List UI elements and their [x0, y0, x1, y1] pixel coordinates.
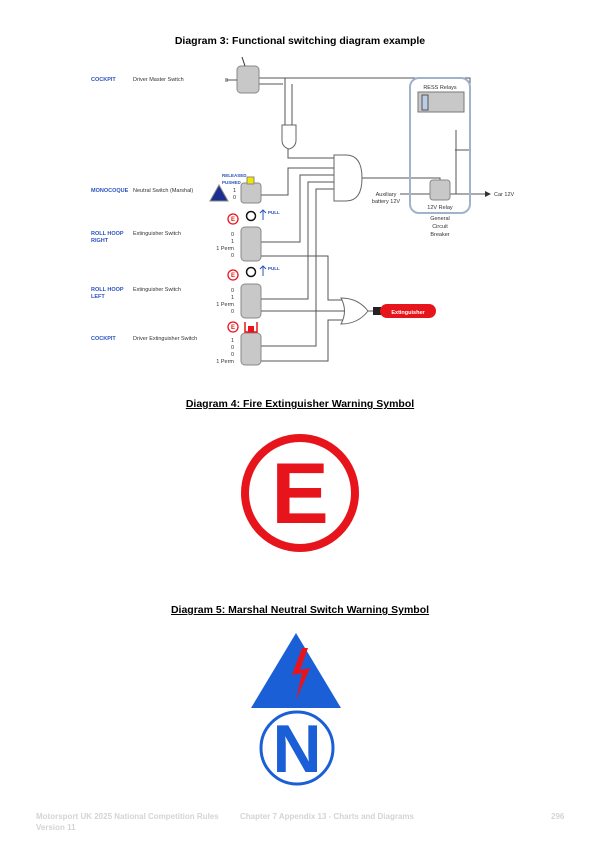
driver-extinguisher-switch — [240, 332, 262, 366]
position-label: 1 — [231, 338, 234, 344]
position-label: 0 — [231, 352, 234, 358]
ress-relays-label: RESS Relays — [423, 85, 457, 91]
position-label: 0 — [225, 78, 228, 84]
position-label: 0 — [231, 345, 234, 351]
pull-arrow-icon — [259, 209, 267, 220]
position-label: 0 — [233, 195, 236, 201]
ress-enclosure — [409, 77, 471, 214]
fire-extinguisher-letter: E — [271, 446, 328, 542]
e-mark-icon — [227, 213, 239, 225]
diagram4-title: Diagram 4: Fire Extinguisher Warning Sym… — [185, 398, 415, 410]
ress-relays-block — [417, 91, 465, 113]
relay-coil — [421, 94, 429, 111]
position-label: 0 — [231, 232, 234, 238]
pull-label: PULL — [268, 210, 280, 215]
location-label: ROLL HOOP — [91, 231, 124, 237]
lightning-icon — [292, 648, 310, 700]
switch-label: Driver Extinguisher Switch — [133, 336, 197, 342]
position-label: 1 Perm — [216, 302, 234, 308]
extinguisher-label: Extinguisher — [391, 310, 425, 316]
pull-ring — [245, 266, 257, 278]
position-label: 1 Perm — [216, 246, 234, 252]
extinguisher-nozzle — [373, 307, 381, 315]
gcb-label-2: Circuit — [432, 224, 448, 230]
extinguisher-bottle — [380, 304, 436, 318]
footer-page-number: 296 — [551, 812, 565, 821]
aux-battery-label-2: battery 12V — [372, 199, 400, 205]
footer-rules: Motorsport UK 2025 National Competition … — [36, 812, 219, 821]
footer-version: Version 11 — [36, 823, 76, 832]
gcb-label-1: General — [430, 216, 450, 222]
location-label: ROLL HOOP — [91, 287, 124, 293]
neutral-circle — [259, 710, 335, 786]
diagram3-title: Diagram 3: Functional switching diagram … — [174, 35, 426, 47]
switch-label: Extinguisher Switch — [133, 287, 181, 293]
neutral-switch — [240, 182, 262, 204]
e-mark-icon — [227, 321, 239, 333]
nor-gate — [281, 124, 297, 150]
pushed-label: PUSHED — [222, 180, 242, 185]
wires — [258, 77, 485, 362]
location-label: COCKPIT — [91, 77, 116, 83]
e-mark: E — [231, 325, 235, 331]
position-label: 0 — [231, 288, 234, 294]
12v-relay-block — [429, 179, 451, 201]
neutral-warning-icon — [209, 183, 229, 202]
arrow-icon — [485, 191, 491, 197]
pull-ring — [245, 210, 257, 222]
aux-battery-label-1: Auxiliary — [376, 192, 397, 198]
12v-relay-label: 12V Relay — [427, 205, 453, 211]
released-label: RELEASED — [222, 173, 247, 178]
position-label: 1 Perm — [216, 359, 234, 365]
push-button — [246, 176, 255, 185]
or-gate — [340, 297, 369, 325]
extinguisher-switch-left — [240, 283, 262, 319]
switch-lever — [241, 56, 246, 67]
position-label: 1 — [231, 239, 234, 245]
and-gate — [333, 154, 363, 202]
position-label: 0 — [231, 309, 234, 315]
location-label: MONOCOQUE — [91, 188, 129, 194]
position-label: 0 — [231, 253, 234, 259]
e-mark-icon — [227, 269, 239, 281]
footer-chapter: Chapter 7 Appendix 13 - Charts and Diagr… — [240, 812, 414, 821]
neutral-letter: N — [272, 711, 321, 787]
pull-arrow-icon — [259, 265, 267, 276]
switch-label: Driver Master Switch — [133, 77, 184, 83]
e-mark: E — [231, 273, 235, 279]
push-button — [248, 326, 254, 332]
driver-master-switch — [236, 65, 260, 94]
fire-extinguisher-symbol — [241, 434, 359, 552]
extinguisher-switch-right — [240, 226, 262, 262]
pull-label: PULL — [268, 266, 280, 271]
location-label: RIGHT — [91, 238, 109, 244]
switch-label: Extinguisher Switch — [133, 231, 181, 237]
switch-label: Neutral Switch (Marshal) — [133, 188, 193, 194]
location-label: COCKPIT — [91, 336, 116, 342]
gcb-label-3: Breaker — [430, 232, 449, 238]
e-mark: E — [231, 217, 235, 223]
car-12v-label: Car 12V — [494, 192, 515, 198]
position-label: 1 — [231, 295, 234, 301]
position-label: 1 — [233, 188, 236, 194]
location-label: LEFT — [91, 294, 105, 300]
diagram5-title: Diagram 5: Marshal Neutral Switch Warnin… — [170, 604, 430, 616]
